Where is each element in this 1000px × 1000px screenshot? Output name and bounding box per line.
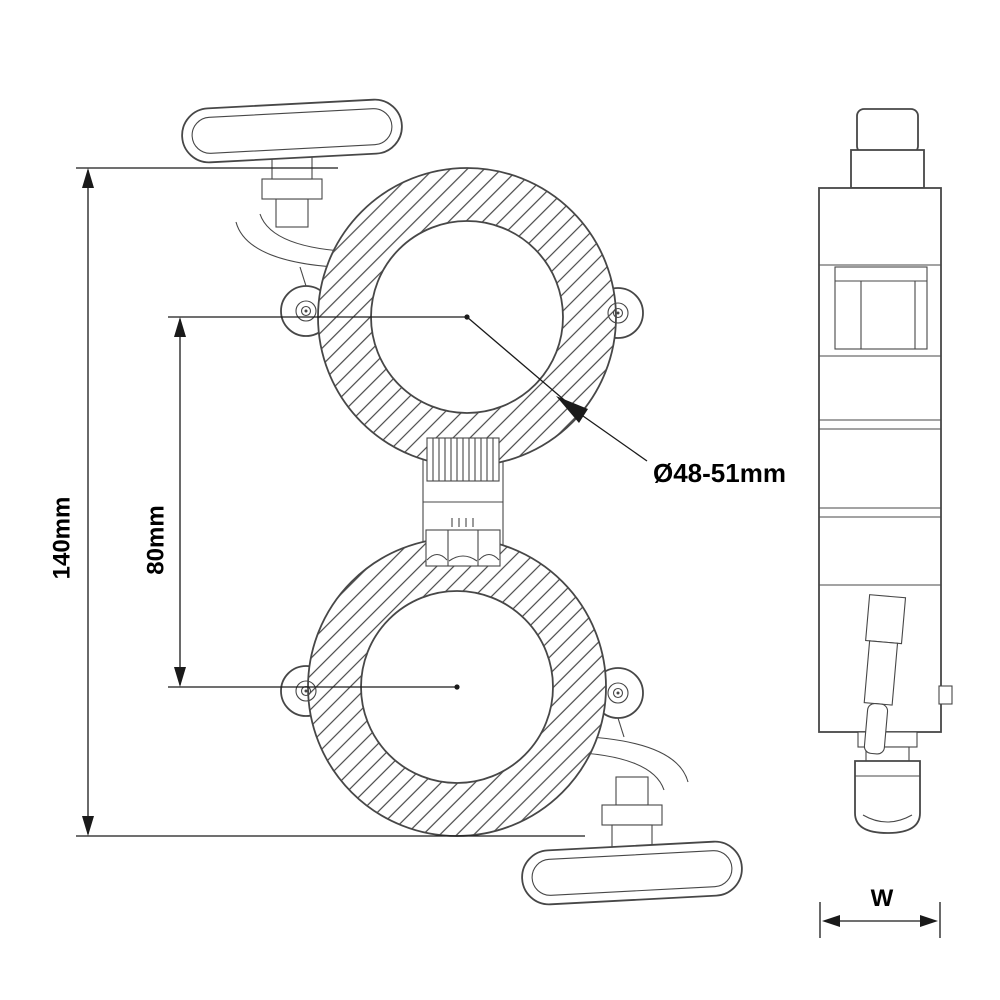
left-pivot-pin — [295, 300, 317, 322]
width-label: W — [871, 885, 894, 912]
dimension-width: W — [819, 885, 941, 938]
side-body-segments — [819, 264, 941, 586]
side-view — [818, 108, 953, 834]
bottom-center-mark — [454, 684, 460, 690]
side-lever — [863, 594, 907, 755]
stud-threads — [451, 518, 474, 527]
tube-diameter-label: Ø48-51mm — [653, 458, 786, 488]
right-pivot-pin — [607, 302, 629, 324]
hex-nut — [425, 529, 501, 567]
callout-arrowhead — [556, 396, 588, 423]
side-top-collar — [850, 149, 925, 189]
bolt-cap — [854, 760, 921, 834]
side-hinge-slot — [834, 266, 928, 350]
wing-knob — [181, 98, 403, 164]
handle-stem — [261, 154, 323, 228]
dimension-overall-height: 140mm — [49, 167, 585, 837]
front-view — [181, 98, 745, 907]
diameter-callout: Ø48-51mm — [466, 316, 786, 488]
side-right-tab — [938, 685, 953, 705]
overall-height-label: 140mm — [49, 497, 76, 580]
bottom-clamp — [280, 537, 745, 907]
side-top-cap — [856, 108, 919, 154]
knurled-collar — [426, 437, 500, 482]
dimension-center-distance: 80mm — [143, 314, 470, 690]
center-distance-label: 80mm — [143, 505, 170, 574]
